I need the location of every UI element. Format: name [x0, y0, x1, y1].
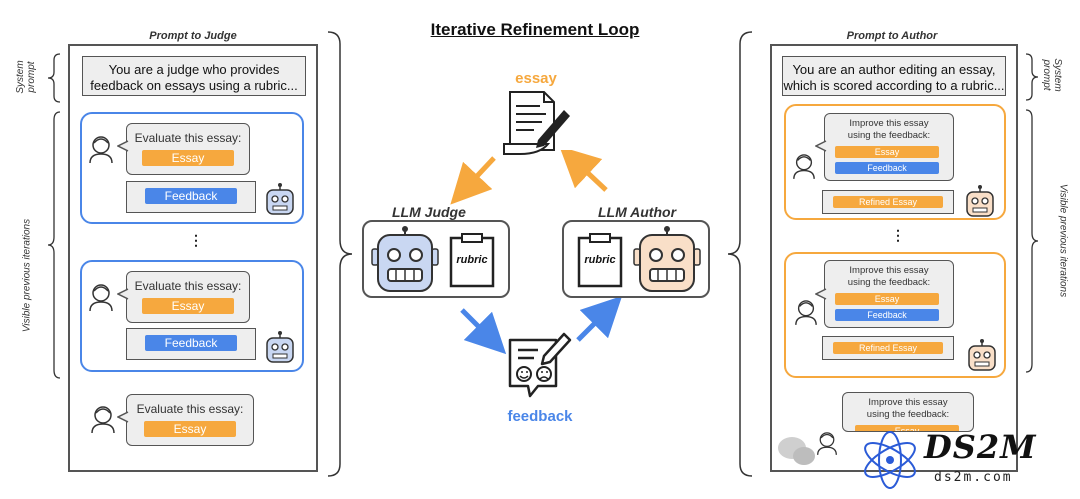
chat-watermark-icon — [778, 437, 815, 465]
ellipsis: ⋮ — [189, 232, 203, 248]
essay-chip: Essay — [835, 146, 939, 158]
feedback-chip: Feedback — [835, 162, 939, 174]
essay-label: essay — [515, 70, 557, 87]
ellipsis: ⋮ — [891, 227, 905, 243]
essay-chip: Essay — [142, 150, 234, 166]
judge-brace — [327, 31, 353, 477]
loop-arrows — [450, 150, 623, 355]
arrow-essay-to-judge — [450, 156, 496, 205]
robot-icon — [966, 185, 994, 217]
feedback-icon — [508, 332, 572, 398]
robot-icon — [633, 226, 701, 292]
feedback-chip: Feedback — [145, 335, 237, 351]
essay-chip: Essay — [144, 421, 236, 437]
user-icon — [793, 154, 815, 179]
refined-essay-chip: Refined Essay — [833, 196, 943, 208]
arrow-feedback-to-author — [576, 295, 623, 342]
author-iteration-1 — [784, 104, 1006, 220]
user-icon — [91, 406, 115, 434]
arrow-judge-to-feedback — [460, 308, 507, 355]
essay-document-icon — [503, 91, 570, 155]
evaluate-bubble: Evaluate this essay: Essay — [126, 271, 250, 323]
robot-icon — [266, 331, 294, 363]
essay-chip: Essay — [855, 425, 959, 431]
refined-bubble: Refined Essay — [822, 190, 954, 214]
robot-icon — [371, 226, 439, 292]
refined-bubble: Refined Essay — [822, 336, 954, 360]
author-iteration-2 — [784, 252, 1006, 378]
feedback-chip: Feedback — [835, 309, 939, 321]
robot-icon — [968, 339, 996, 371]
user-icon — [795, 300, 817, 325]
feedback-bubble: Feedback — [126, 328, 256, 360]
judge-iteration-1 — [80, 112, 304, 224]
arrow-author-to-essay — [559, 150, 608, 192]
rubric-label: rubric — [584, 254, 616, 266]
visible-iterations-brace-left — [47, 111, 61, 379]
evaluate-bubble: Evaluate this essay: Essay — [126, 123, 250, 175]
llm-judge-title: LLM Judge — [392, 204, 466, 220]
visible-iterations-brace-right — [1025, 109, 1039, 373]
judge-panel-title: Prompt to Judge — [149, 30, 237, 42]
system-prompt-brace-left — [47, 53, 61, 103]
refined-essay-chip: Refined Essay — [833, 342, 943, 354]
feedback-chip: Feedback — [145, 188, 237, 204]
watermark-logo: DS2M — [924, 428, 1037, 466]
author-brace — [727, 31, 753, 477]
feedback-bubble: Feedback — [126, 181, 256, 213]
llm-author-title: LLM Author — [598, 204, 677, 220]
user-icon — [817, 432, 837, 455]
author-panel-title: Prompt to Author — [846, 30, 938, 42]
robot-icon — [266, 183, 294, 215]
essay-chip: Essay — [835, 293, 939, 305]
rubric-clipboard: rubric — [576, 232, 624, 288]
visible-iterations-label-right: Visible previous iterations — [1057, 183, 1069, 298]
watermark-url: ds2m.com — [934, 470, 1013, 485]
visible-iterations-label-left: Visible previous iterations — [21, 218, 33, 333]
judge-iteration-2 — [80, 260, 304, 372]
rubric-clipboard: rubric — [448, 232, 496, 288]
essay-chip: Essay — [142, 298, 234, 314]
author-system-prompt: You are an author editing an essay,which… — [782, 56, 1006, 96]
atom-logo-icon — [864, 431, 916, 489]
rubric-label: rubric — [456, 254, 488, 266]
feedback-label: feedback — [507, 408, 573, 425]
diagram-title: Iterative Refinement Loop — [430, 20, 640, 39]
system-prompt-brace-right — [1025, 53, 1039, 101]
user-icon — [89, 284, 113, 312]
evaluate-bubble: Evaluate this essay: Essay — [126, 394, 254, 446]
user-icon — [89, 136, 113, 164]
